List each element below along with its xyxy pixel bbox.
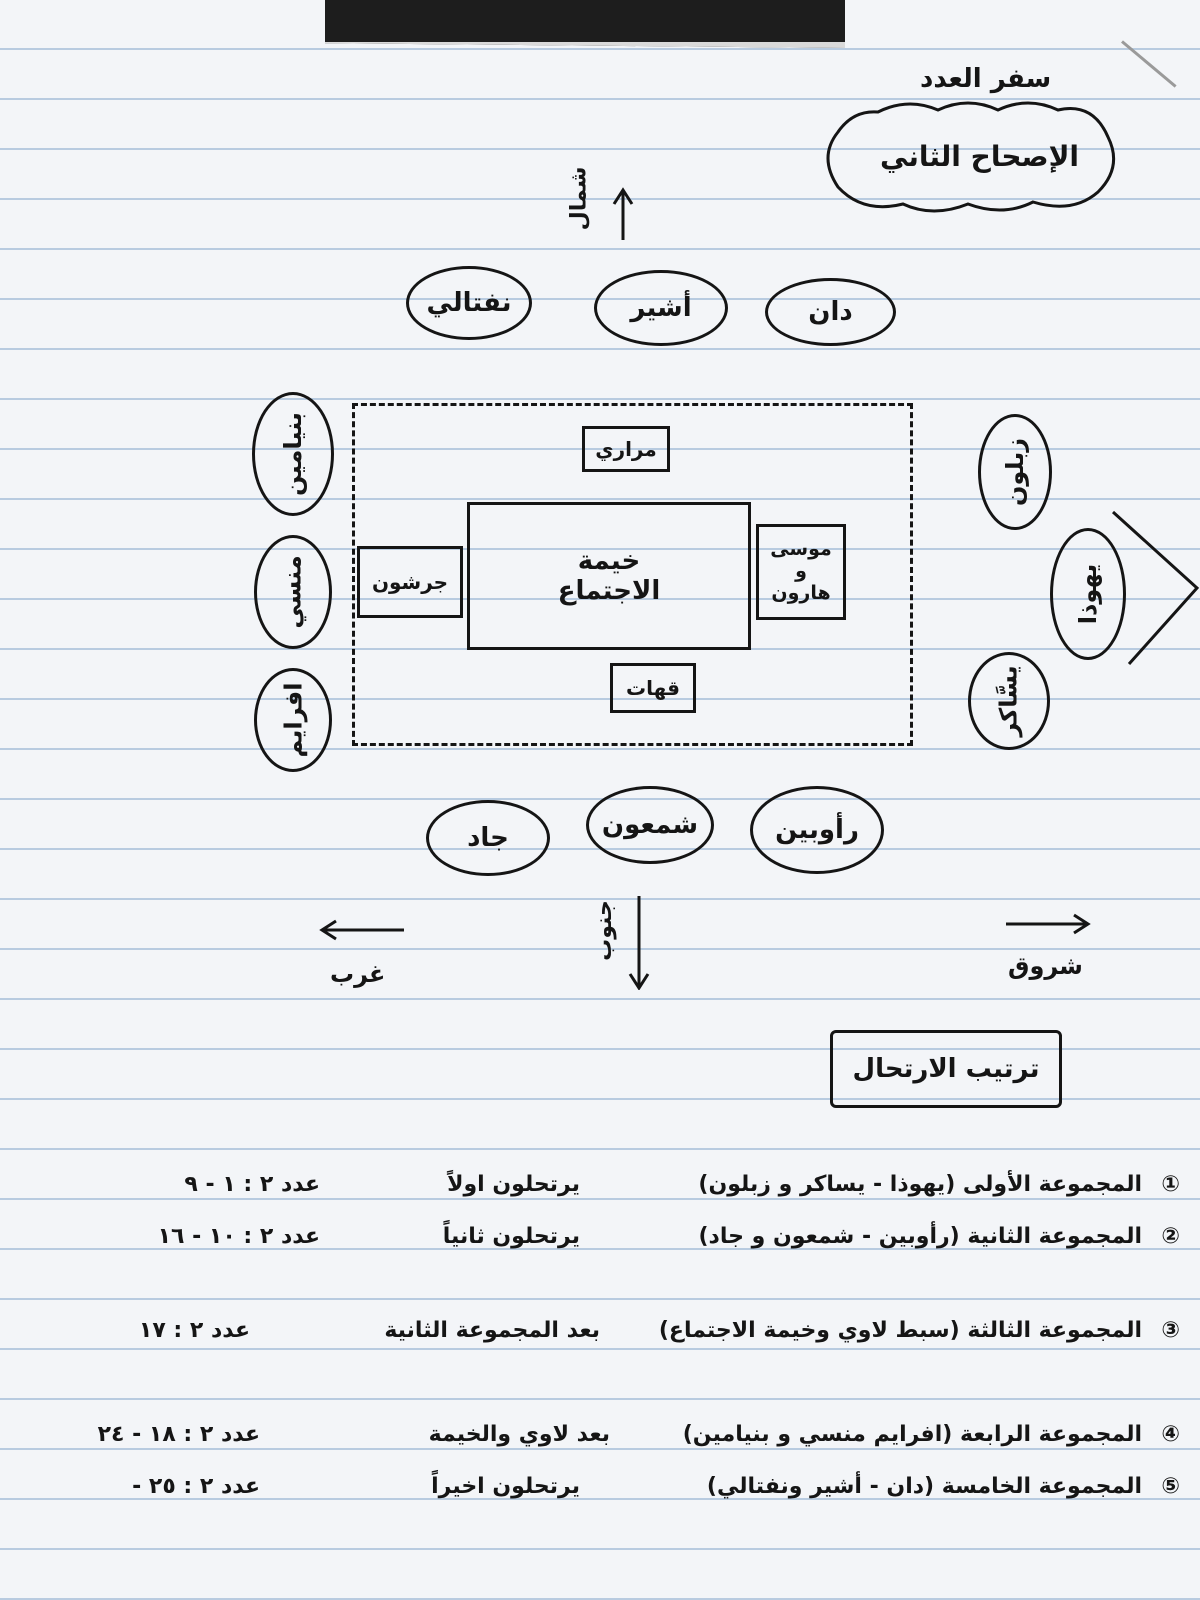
tribe-issachar: يسَّاكر [995, 665, 1023, 737]
tribe-judah: يهوذا [1073, 563, 1102, 625]
tribe-judah-oval: يهوذا [1050, 528, 1126, 660]
kohath-box: قهات [610, 663, 696, 713]
group-text: المجموعة الثانية (رأوبين - شمعون و جاد) [698, 1224, 1142, 1249]
tribe-naphtali: نفتالي [426, 288, 512, 318]
group-order: بعد لاوي والخيمة [428, 1422, 610, 1447]
tribe-manasseh-oval: منسي [254, 535, 332, 649]
and-label: و [795, 560, 807, 583]
departure-title-box: ترتيب الارتحال [830, 1030, 1062, 1108]
chapter-title: الإصحاح الثاني [880, 140, 1080, 173]
group-text: المجموعة الرابعة (افرايم منسي و بنيامين) [682, 1422, 1142, 1447]
west-arrow [319, 919, 404, 941]
departure-row: ④ المجموعة الرابعة (افرايم منسي و بنيامي… [0, 1422, 1200, 1462]
tribe-simeon-oval: شمعون [586, 786, 714, 864]
tabernacle-line1: خيمة [577, 546, 641, 576]
judah-arrowhead [1111, 510, 1200, 666]
gershon-label: جرشون [371, 570, 449, 594]
group-reference: عدد ٢ : ١٧ [138, 1318, 250, 1343]
tribe-benjamin: بنيامين [279, 412, 307, 496]
group-number: ① [1161, 1172, 1180, 1197]
departure-row: ⑤ المجموعة الخامسة (دان - أشير ونفتالي) … [0, 1474, 1200, 1514]
tribe-issachar-oval: يسَّاكر [968, 652, 1050, 750]
binder-clip [325, 0, 845, 48]
group-number: ③ [1161, 1318, 1180, 1343]
group-reference: عدد ٢ : ٢٥ - [132, 1474, 260, 1499]
camp-boundary [352, 403, 913, 746]
group-text: المجموعة الثالثة (سبط لاوي وخيمة الاجتما… [658, 1318, 1142, 1343]
south-arrow [628, 896, 650, 990]
group-number: ④ [1161, 1422, 1180, 1447]
group-number: ⑤ [1161, 1474, 1180, 1499]
tribe-benjamin-oval: بنيامين [252, 392, 334, 516]
book-title: سفر العدد [920, 64, 1052, 94]
tribe-zebulun: زبلون [1001, 437, 1029, 507]
tribe-ephraim: افرايم [279, 682, 307, 758]
chapter-cloud [826, 101, 1116, 213]
tribe-naphtali-oval: نفتالي [406, 266, 532, 340]
tabernacle-box: خيمة الاجتماع [467, 502, 751, 650]
group-reference: عدد ٢ : ١٨ - ٢٤ [97, 1422, 260, 1447]
moses-label: موسى [770, 538, 832, 561]
tribe-manasseh: منسي [279, 555, 308, 629]
aaron-label: هارون [771, 581, 831, 604]
merari-box: مراري [582, 426, 670, 472]
tabernacle-line2: الاجتماع [557, 576, 661, 606]
group-order: بعد المجموعة الثانية [384, 1318, 600, 1343]
tribe-dan: دان [808, 297, 853, 327]
tribe-gad-oval: جاد [426, 800, 550, 876]
departure-row: ③ المجموعة الثالثة (سبط لاوي وخيمة الاجت… [0, 1318, 1200, 1358]
east-arrow [1006, 913, 1091, 935]
tribe-ephraim-oval: افرايم [254, 668, 332, 772]
kohath-label: قهات [626, 676, 680, 700]
moses-aaron-box: موسى و هارون [756, 524, 846, 620]
north-label: شمال [566, 166, 592, 231]
group-order: يرتحلون اولاً [447, 1172, 580, 1197]
group-reference: عدد ٢ : ١٠ - ١٦ [157, 1224, 320, 1249]
merari-label: مراري [595, 437, 657, 461]
tribe-zebulun-oval: زبلون [978, 414, 1052, 530]
group-number: ② [1161, 1224, 1180, 1249]
group-text: المجموعة الأولى (يهوذا - يساكر و زبلون) [698, 1172, 1142, 1197]
tribe-asher-oval: أشير [594, 270, 728, 346]
departure-row: ② المجموعة الثانية (رأوبين - شمعون و جاد… [0, 1224, 1200, 1264]
tribe-reuben-oval: رأوبين [750, 786, 884, 874]
group-reference: عدد ٢ : ١ - ٩ [184, 1172, 320, 1197]
group-order: يرتحلون اخيراً [431, 1474, 580, 1499]
east-label: شروق [1008, 952, 1083, 980]
gershon-box: جرشون [357, 546, 463, 618]
tribe-dan-oval: دان [765, 278, 896, 346]
west-label: غرب [330, 960, 386, 988]
south-label: جنوب [591, 900, 617, 961]
departure-row: ① المجموعة الأولى (يهوذا - يساكر و زبلون… [0, 1172, 1200, 1212]
tribe-asher: أشير [630, 293, 692, 323]
tribe-reuben: رأوبين [775, 815, 859, 845]
departure-title: ترتيب الارتحال [852, 1054, 1040, 1084]
tribe-simeon: شمعون [601, 810, 699, 840]
tribe-gad: جاد [467, 823, 509, 853]
group-text: المجموعة الخامسة (دان - أشير ونفتالي) [706, 1474, 1142, 1499]
north-arrow [612, 187, 634, 240]
group-order: يرتحلون ثانياً [442, 1224, 580, 1249]
